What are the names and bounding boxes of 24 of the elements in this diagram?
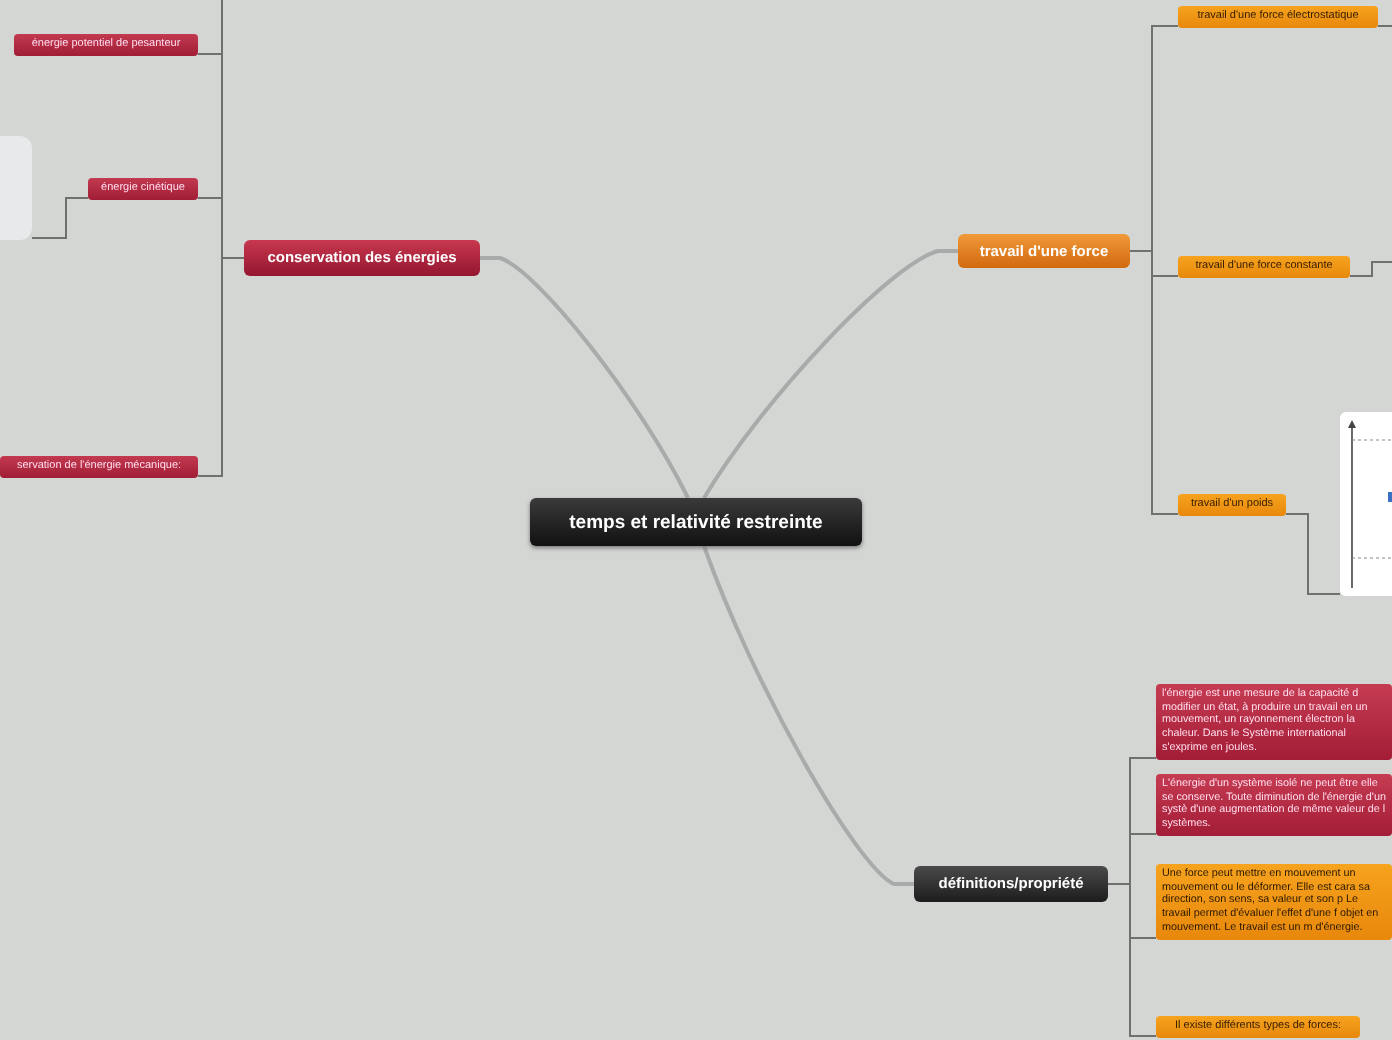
text-card (1156, 864, 1392, 940)
text-card (1156, 684, 1392, 760)
connector-line (221, 0, 245, 259)
connector-line (702, 249, 958, 500)
connector-line (1107, 883, 1157, 1037)
branch-box (914, 866, 1108, 902)
subtopic-box (1178, 494, 1286, 516)
subtopic-box (88, 178, 198, 200)
subtopic-box (1178, 6, 1378, 28)
graph-picture (1340, 412, 1392, 596)
subtopic-box (1156, 1016, 1360, 1038)
connector-line (1285, 513, 1341, 595)
connector-line (1349, 261, 1392, 277)
branch-box (958, 234, 1130, 268)
subtopic-box (0, 456, 198, 478)
connector-line (1377, 25, 1392, 27)
branch-box (244, 240, 480, 276)
connector-line (702, 545, 914, 886)
subtopic-box (14, 34, 198, 56)
central-topic-box (530, 498, 862, 546)
subtopic-box (1178, 256, 1350, 278)
connector-line (31, 197, 89, 239)
topic-label: temps et relativité restreinte (567, 512, 825, 534)
connector-line (480, 256, 690, 499)
